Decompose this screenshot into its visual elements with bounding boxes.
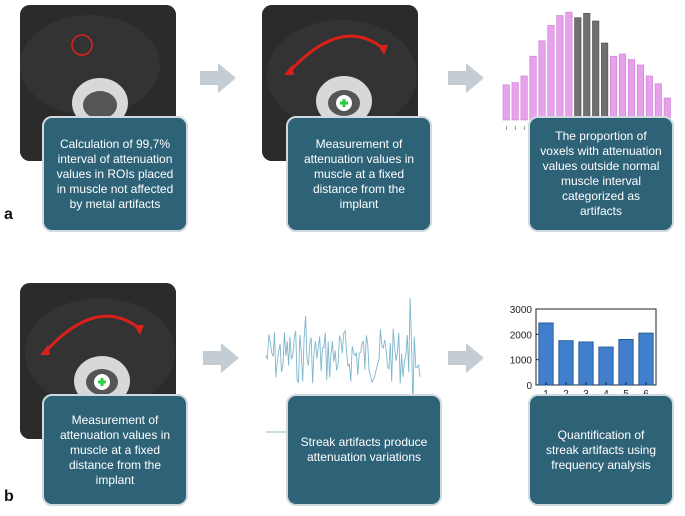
step-box-a3: The proportion of voxels with attenuatio… — [528, 116, 674, 232]
attenuation-signal-trace — [265, 297, 421, 433]
bar — [558, 340, 574, 386]
signal-line — [265, 297, 421, 407]
histogram-bar — [547, 25, 555, 121]
flow-arrow-a1 — [200, 63, 236, 93]
step-box-b3: Quantification of streak artifacts using… — [528, 394, 674, 506]
histogram-bar — [538, 40, 546, 121]
histogram-bar — [520, 75, 528, 121]
flow-arrow-a2 — [448, 63, 484, 93]
ct-image-roi — [20, 5, 176, 161]
y-tick-label: 1000 — [510, 356, 533, 367]
step-box-b2: Streak artifacts produce attenuation var… — [286, 394, 442, 506]
histogram-bar — [583, 12, 591, 121]
histogram-bar — [511, 82, 519, 121]
histogram-bar — [556, 15, 564, 121]
flow-arrow-b2 — [448, 343, 484, 373]
histogram-bar — [636, 64, 644, 121]
histogram-bar — [619, 53, 627, 121]
histogram-bar — [574, 17, 582, 121]
bar-chart-frame — [535, 308, 657, 386]
panel-label-b: b — [4, 488, 14, 505]
bar — [638, 332, 654, 386]
panel-label-a: a — [4, 206, 13, 223]
bar — [618, 339, 634, 386]
roi-circle — [71, 34, 93, 56]
step-box-b1: Measurement of attenuation values in mus… — [42, 394, 188, 506]
implant-marker-b — [98, 378, 106, 386]
histogram-bar — [565, 11, 573, 121]
histogram-bar — [627, 59, 636, 121]
y-tick-label: 3000 — [510, 305, 533, 316]
histogram-bar — [601, 42, 609, 121]
histogram-bar — [502, 84, 510, 121]
measurement-arc — [288, 34, 385, 73]
flow-arrow-b1 — [203, 343, 239, 373]
histogram-bar — [529, 55, 537, 121]
bar — [598, 346, 614, 386]
measurement-arc-b — [44, 314, 141, 353]
histogram-bar — [645, 75, 653, 121]
histogram-bar — [610, 55, 618, 121]
step-box-a2: Measurement of attenuation values in mus… — [286, 116, 432, 232]
bar — [538, 322, 554, 386]
implant-marker — [340, 99, 348, 107]
y-tick-label: 0 — [526, 381, 532, 392]
histogram-bar — [592, 20, 600, 121]
histogram-bar — [654, 83, 662, 121]
bar — [578, 341, 594, 386]
attenuation-histogram — [502, 11, 671, 130]
step-box-a1: Calculation of 99,7% interval of attenua… — [42, 116, 188, 232]
frequency-bar-chart: 0100020003000123456 — [510, 305, 657, 400]
y-tick-label: 2000 — [510, 330, 533, 341]
